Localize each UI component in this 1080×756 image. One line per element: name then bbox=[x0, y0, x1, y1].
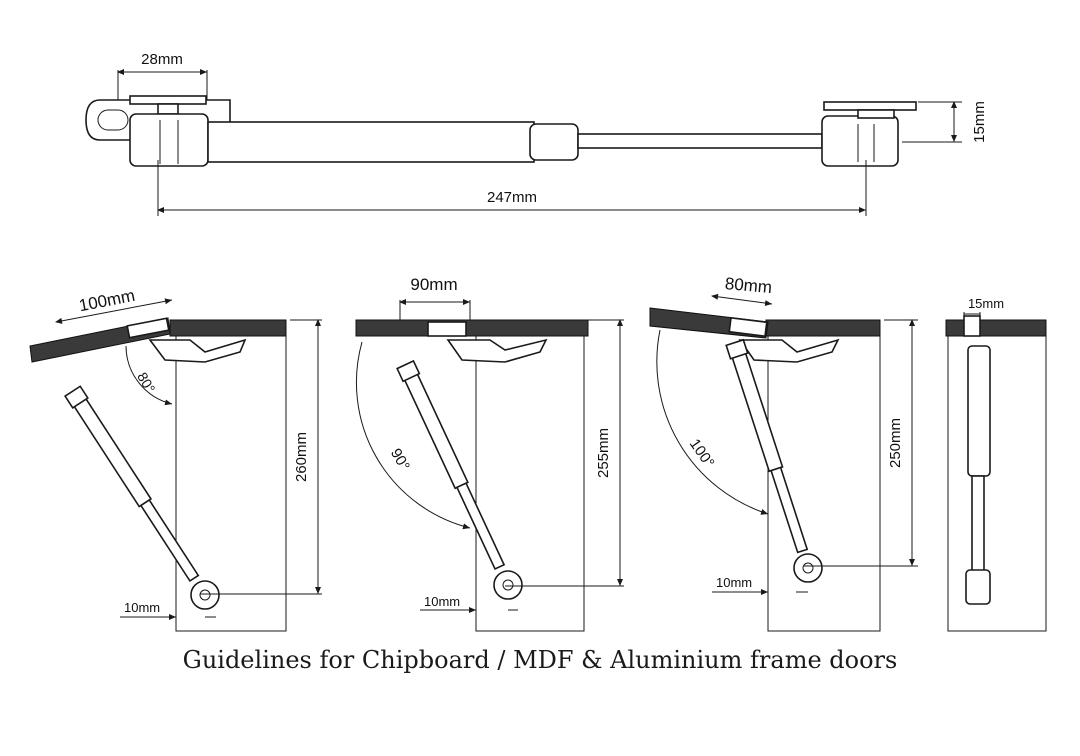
install-diagram-100: 250mm 10mm 80mm 100° bbox=[649, 274, 918, 632]
dim-260mm: 260mm bbox=[293, 432, 310, 482]
dim-10mm-3: 10mm bbox=[716, 575, 752, 590]
dim-250mm: 250mm bbox=[887, 418, 904, 468]
angle-90: 90° bbox=[387, 446, 413, 474]
dim-15mm-side: 15mm bbox=[968, 296, 1004, 311]
caption: Guidelines for Chipboard / MDF & Alumini… bbox=[182, 646, 898, 674]
dim-10mm-1: 10mm bbox=[124, 600, 160, 615]
dim-100mm: 100mm bbox=[77, 286, 136, 315]
dim-80mm: 80mm bbox=[724, 274, 773, 297]
side-view: 15mm bbox=[945, 296, 1047, 632]
dim-28mm: 28mm bbox=[141, 51, 183, 68]
install-diagram-90: 255mm 10mm 90mm 90° bbox=[355, 275, 624, 632]
angle-80: 80° bbox=[134, 369, 158, 395]
dim-10mm-2: 10mm bbox=[424, 594, 460, 609]
dim-247mm: 247mm bbox=[487, 189, 537, 206]
install-diagram-80: 260mm 10mm 100mm 80° bbox=[29, 286, 322, 632]
angle-100: 100° bbox=[686, 436, 718, 471]
dim-255mm: 255mm bbox=[595, 428, 612, 478]
dim-90mm: 90mm bbox=[410, 275, 457, 294]
dim-15mm-top: 15mm bbox=[971, 101, 988, 143]
top-view-strut: 28mm 247mm 15mm bbox=[85, 51, 988, 216]
